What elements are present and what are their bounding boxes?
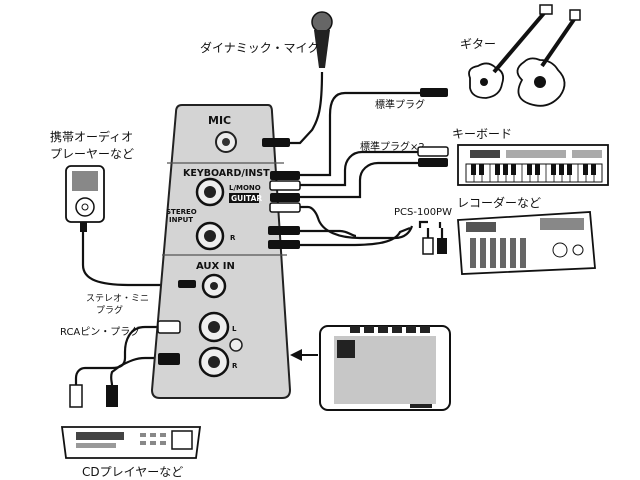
label-stereo-mini-1: ステレオ・ミニ (86, 293, 149, 304)
label-standard-plug: 標準プラグ (375, 98, 425, 111)
cd-player-icon (60, 426, 202, 459)
panel-label-stereo: STEREO (166, 208, 197, 216)
panel-plugs (157, 138, 301, 365)
label-dynamic-mic: ダイナミック・マイク (200, 40, 319, 55)
panel-label-r2: R (232, 362, 238, 370)
acoustic-guitar-icon (516, 9, 581, 107)
arrow-icon (290, 349, 318, 361)
electric-guitar-icon (468, 4, 553, 99)
label-guitar: ギター (460, 37, 496, 51)
guitar-plug-icon (420, 88, 448, 97)
mic-jack-hole (222, 138, 230, 146)
keyboard-cable-l (300, 150, 425, 187)
pcs-cable-split (418, 220, 442, 228)
label-stereo-mini-2: プラグ (96, 304, 123, 316)
rca-r-jack-hole (208, 356, 220, 368)
keyboard-icon (457, 144, 609, 186)
label-portable-audio-1: 携帯オーディオ (50, 129, 133, 144)
panel-label-l: L (232, 325, 237, 333)
r-jack-hole (204, 230, 216, 242)
keyboard-plugs-icon (417, 146, 449, 167)
label-portable-audio-2: プレーヤーなど (50, 147, 134, 161)
small-indicator (229, 338, 243, 352)
panel-label-keyboard-inst: KEYBOARD/INST (183, 168, 270, 179)
guitar-cable (300, 91, 440, 177)
panel-label-guitar: GUITAR (231, 194, 262, 203)
cables (74, 71, 444, 386)
label-cd-player: CDプレイヤーなど (82, 465, 183, 479)
guitar-badge (229, 193, 259, 203)
panel-label-aux-in: AUX IN (196, 261, 235, 272)
keyboard-cable-r (300, 161, 425, 199)
aux-jack-hole (210, 282, 218, 290)
panel-label-input: INPUT (169, 216, 193, 224)
mic-cable (286, 71, 324, 145)
panel-label-mic: MIC (208, 114, 231, 127)
amplifier-icon (319, 325, 451, 411)
label-recorder: レコーダーなど (457, 195, 541, 210)
aux-cable (81, 228, 180, 287)
amp-input-panel (150, 104, 292, 399)
label-pcs-cable: PCS-100PW (394, 207, 452, 218)
rca-plugs-recorder-icon (422, 237, 447, 255)
panel-label-l-mono: L/MONO (229, 184, 261, 192)
rca-plugs-cd-icon (69, 384, 118, 408)
label-rca-plug: RCAピン・プラグ (60, 325, 140, 338)
recorder-icon (457, 211, 596, 275)
rca-cable-r (110, 356, 160, 386)
pcs-cable-b (300, 229, 357, 238)
label-keyboard: キーボード (452, 127, 512, 141)
dynamic-mic-icon (311, 11, 333, 68)
panel-label-r: R (230, 234, 236, 242)
pcs-cable-c (300, 226, 411, 247)
portable-player-icon (65, 165, 105, 232)
pcs-cable-a (300, 205, 414, 240)
label-standard-plug-x2: 標準プラグ×2 (360, 140, 425, 153)
l-mono-jack-hole (204, 186, 216, 198)
rca-l-jack-hole (208, 321, 220, 333)
